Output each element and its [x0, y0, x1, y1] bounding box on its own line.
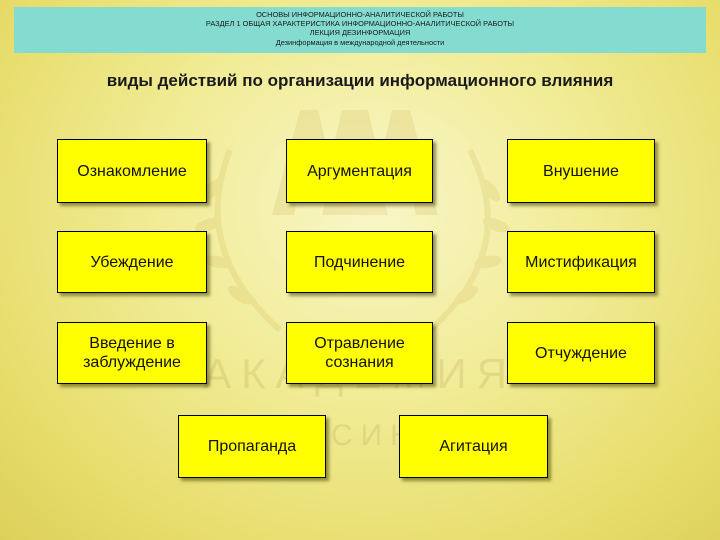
box-mystification: Мистификация: [507, 231, 655, 293]
header-section-line: РАЗДЕЛ 1 ОБЩАЯ ХАРАКТЕРИСТИКА ИНФОРМАЦИО…: [205, 19, 515, 29]
box-subordination: Подчинение: [286, 231, 433, 293]
box-mind-poisoning: Отравление сознания: [286, 322, 433, 384]
slide-title: виды действий по организации информацион…: [106, 71, 614, 90]
box-acquaintance: Ознакомление: [57, 139, 207, 203]
header-topic-line: Дезинформация в международной деятельнос…: [275, 37, 445, 47]
box-misleading: Введение в заблуждение: [57, 322, 207, 384]
box-persuasion: Убеждение: [57, 231, 207, 293]
header-course-line: ОСНОВЫ ИНФОРМАЦИОННО-АНАЛИТИЧЕСКОЙ РАБОТ…: [256, 10, 464, 19]
box-alienation: Отчуждение: [507, 322, 655, 384]
box-agitation: Агитация: [399, 415, 548, 478]
slide-header: ОСНОВЫ ИНФОРМАЦИОННО-АНАЛИТИЧЕСКОЙ РАБОТ…: [14, 7, 706, 53]
box-argumentation: Аргументация: [286, 139, 433, 203]
header-lecture-line: ЛЕКЦИЯ ДЕЗИНФОРМАЦИЯ: [309, 28, 411, 38]
box-propaganda: Пропаганда: [178, 415, 326, 478]
box-suggestion: Внушение: [507, 139, 655, 203]
